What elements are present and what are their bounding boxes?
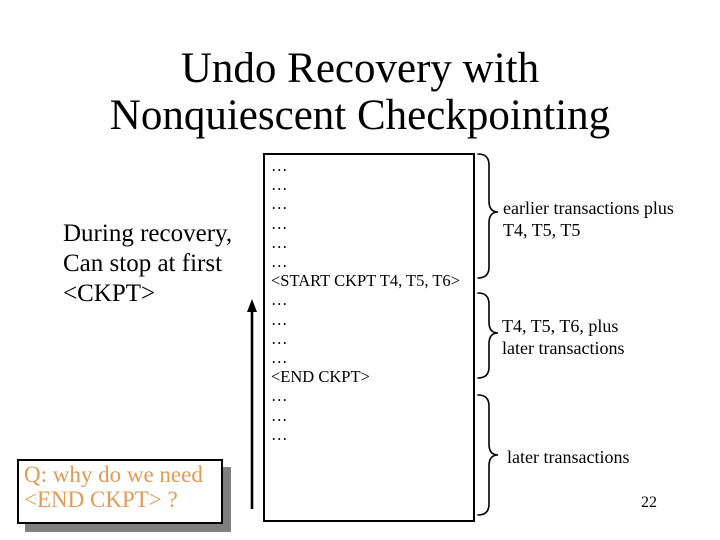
annotation-line: T4, T5, T5 xyxy=(503,220,581,240)
recovery-note-line2: Can stop at first xyxy=(63,250,223,277)
recovery-note-line1: During recovery, xyxy=(63,220,233,247)
log-entry: … xyxy=(271,156,288,175)
up-arrow-icon xyxy=(247,299,257,509)
log-entry: … xyxy=(271,386,288,406)
log-entry-end-ckpt: <END CKPT> xyxy=(271,367,370,387)
annotation-line: T4, T5, T6, plus xyxy=(502,316,619,336)
log-entry: … xyxy=(271,194,288,214)
log-entry: … xyxy=(271,309,288,329)
log-entry-start-ckpt: <START CKPT T4, T5, T6> xyxy=(271,271,460,291)
log-entry: … xyxy=(271,232,288,252)
log-entry: … xyxy=(271,213,288,233)
curly-brace-icon-middle xyxy=(477,292,499,379)
log-entry: … xyxy=(271,252,288,272)
curly-brace-icon-bottom xyxy=(477,394,499,516)
question-line1: Q: why do we need xyxy=(24,462,203,487)
annotation-earlier-transactions: earlier transactions plus T4, T5, T5 xyxy=(503,197,674,241)
log-entry: … xyxy=(271,290,288,310)
annotation-later-transactions: later transactions xyxy=(507,446,629,468)
log-box: … … … … … … <START CKPT T4, T5, T6> … … … xyxy=(263,153,475,522)
question-line2: <END CKPT> ? xyxy=(24,487,178,512)
recovery-note-line3: <CKPT> xyxy=(63,280,156,307)
slide-title-line1: Undo Recovery with xyxy=(180,45,540,92)
log-entry: … xyxy=(271,348,288,368)
log-entry: … xyxy=(271,328,288,348)
page-number: 22 xyxy=(641,494,657,511)
recovery-note: During recovery, Can stop at first <CKPT… xyxy=(63,219,232,309)
annotation-ckpt-transactions: T4, T5, T6, plus later transactions xyxy=(502,315,624,359)
log-entry: … xyxy=(271,175,288,195)
question-box: Q: why do we need <END CKPT> ? xyxy=(17,459,223,524)
curly-brace-icon-top xyxy=(477,153,499,279)
log-entry: … xyxy=(271,424,288,444)
annotation-line: later transactions xyxy=(507,447,630,467)
annotation-line: later transactions xyxy=(502,338,625,358)
log-entry: … xyxy=(271,405,288,425)
slide-title-line2: Nonquiescent Checkpointing xyxy=(109,92,611,139)
slide-title: Undo Recovery with Nonquiescent Checkpoi… xyxy=(0,45,720,139)
annotation-line: earlier transactions plus xyxy=(503,198,674,218)
